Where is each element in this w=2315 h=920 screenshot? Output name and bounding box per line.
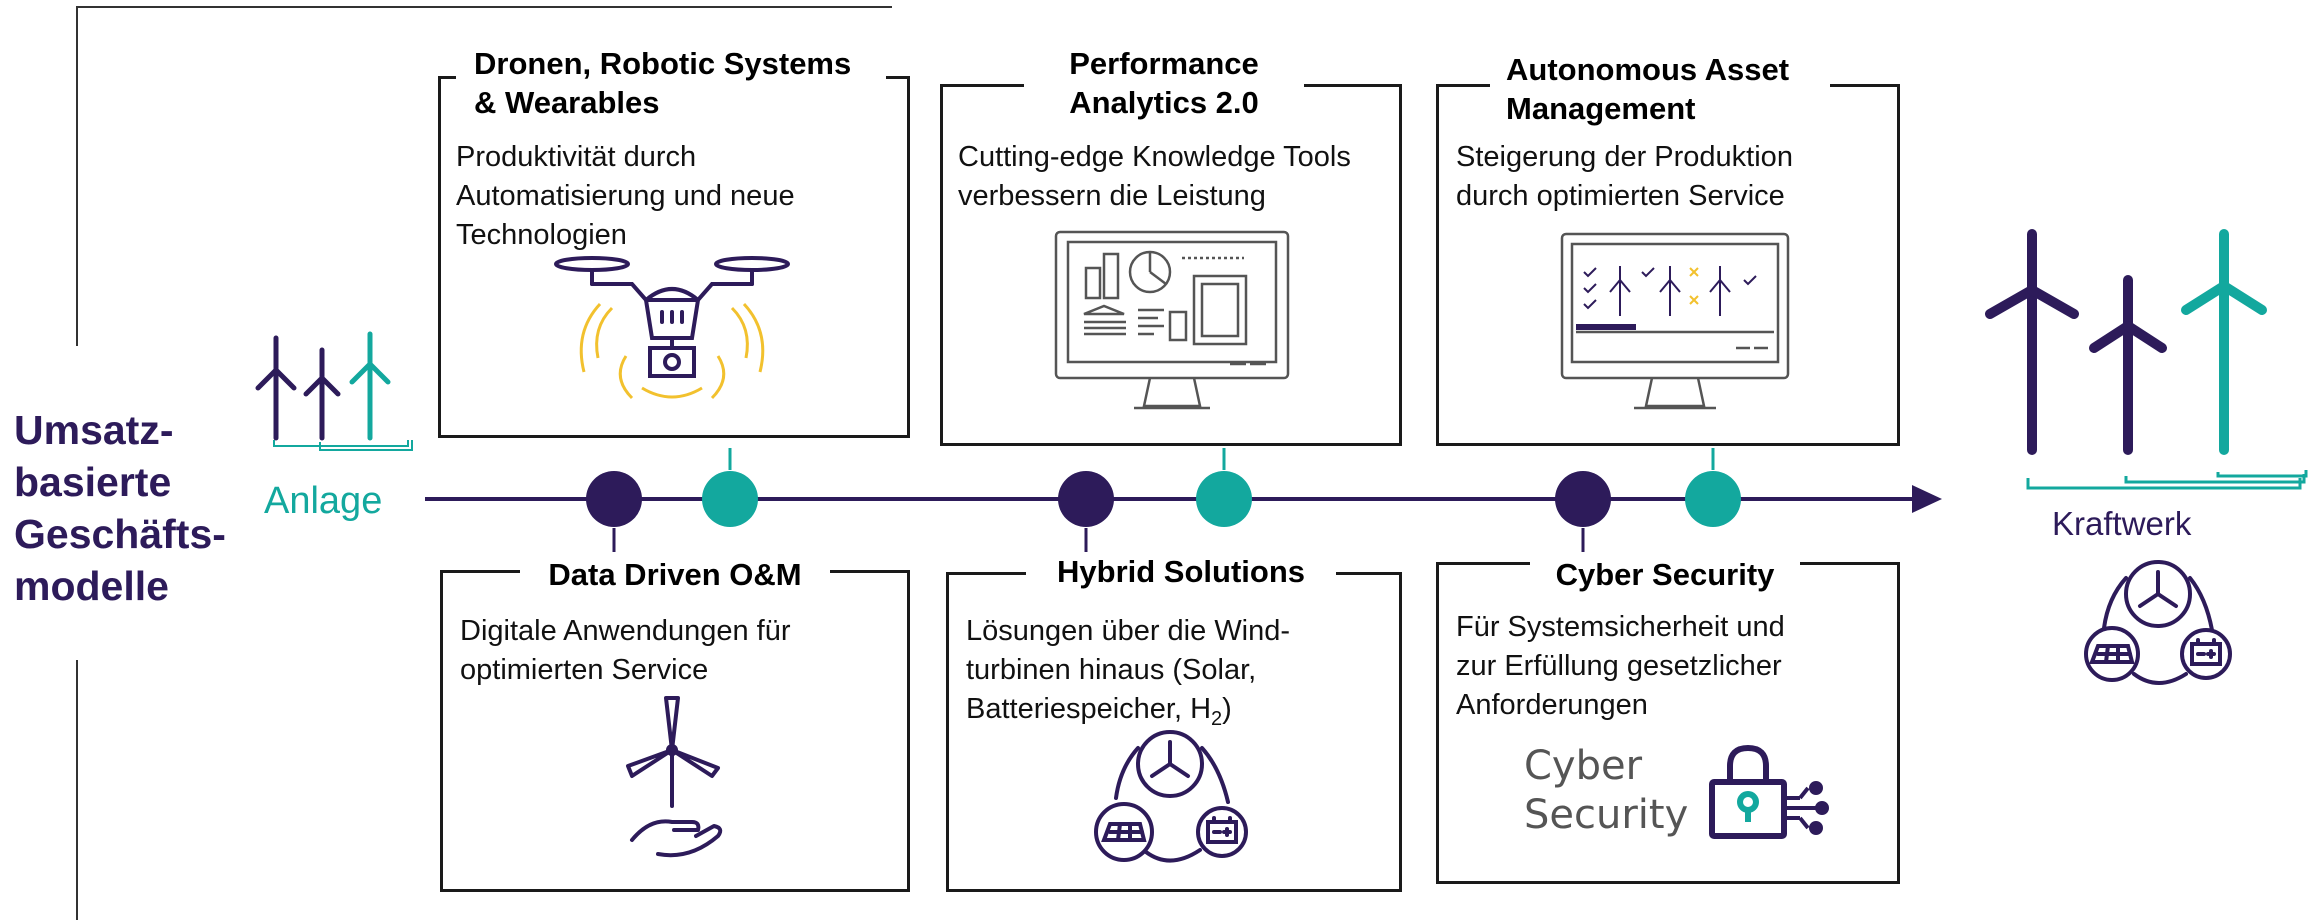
analytics-text: Cutting-edge Knowledge Tools verbessern …: [958, 141, 1351, 212]
timeline-node-drones: [702, 471, 758, 527]
hybrid-text-sub: 2: [1211, 707, 1223, 730]
hybrid-energy-cycle-icon: [1094, 730, 1248, 863]
cyber-security-logo-text: Cyber Security: [1524, 743, 1689, 838]
padlock-icon: [1709, 744, 1829, 839]
left-bracket-top: [76, 6, 78, 346]
timeline-node-hybrid: [1058, 471, 1114, 527]
cyber-box: [1436, 562, 1900, 884]
drones-title: Dronen, Robotic Systems & Wearables: [456, 44, 886, 122]
hybrid-text: Lösungen über die Wind- turbinen hinaus …: [966, 612, 1386, 739]
hybrid-text-line2: turbinen hinaus (Solar,: [966, 654, 1257, 686]
timeline-start-label: Anlage: [264, 480, 383, 522]
analytics-title: Performance Analytics 2.0: [1024, 44, 1304, 122]
asset-text: Steigerung der Produktion durch optimier…: [1456, 141, 1793, 212]
analytics-box: [940, 84, 1402, 446]
top-border-line: [76, 6, 892, 8]
asset-title: Autonomous Asset Management: [1490, 50, 1830, 128]
drone-icon: [554, 256, 790, 400]
dashboard-monitor-icon: [1054, 230, 1290, 410]
timeline-node-analytics: [1196, 471, 1252, 527]
asset-box: [1436, 84, 1900, 446]
asset-monitor-icon: [1560, 232, 1790, 410]
turbine-hand-icon: [626, 696, 723, 858]
timeline-node-asset: [1685, 471, 1741, 527]
power-plant-turbines-icon: [1985, 229, 2308, 490]
wind-turbine-icon: [255, 331, 413, 451]
timeline-node-om: [586, 471, 642, 527]
timeline-end-label: Kraftwerk: [2052, 505, 2192, 542]
cyber-text: Für Systemsicherheit und zur Erfüllung g…: [1456, 611, 1785, 721]
business-model-label: Umsatz- basierte Geschäfts- modelle: [14, 407, 226, 609]
left-bracket-bottom: [76, 660, 78, 920]
plant-energy-cycle-icon: [2084, 560, 2232, 685]
cyber-title: Cyber Security: [1530, 555, 1800, 594]
drones-text: Produktivität durch Automatisierung und …: [456, 141, 795, 251]
hybrid-text-line3a: Batteriespeicher, H: [966, 693, 1212, 725]
hybrid-title: Hybrid Solutions: [1026, 552, 1336, 591]
timeline-node-cyber: [1555, 471, 1611, 527]
om-title: Data Driven O&M: [520, 555, 830, 594]
hybrid-text-line3b: ): [1222, 693, 1232, 725]
hybrid-text-line3: Batteriespeicher, H2): [966, 690, 1386, 739]
om-text: Digitale Anwendungen für optimierten Ser…: [460, 615, 791, 686]
hybrid-text-line1: Lösungen über die Wind-: [966, 615, 1291, 647]
